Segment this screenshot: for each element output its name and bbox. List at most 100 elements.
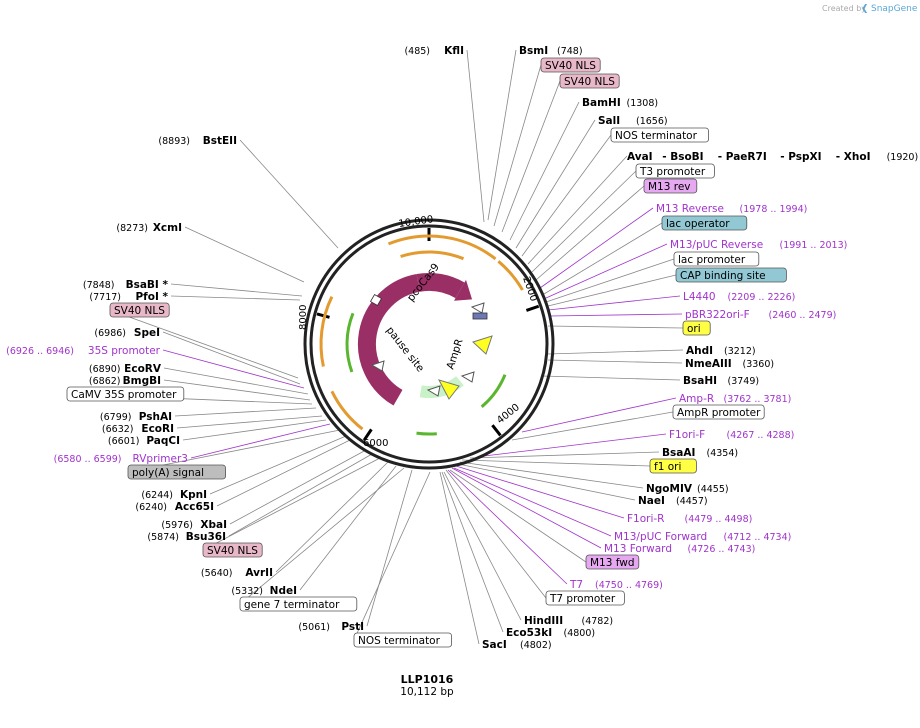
label-ampr-promoter[interactable]: AmpR promoter [672,404,765,420]
enzyme-name: XcmI [153,222,182,234]
enzyme-position: (8273) [116,223,148,234]
enzyme-position: (6632) [102,424,134,435]
orange-arc-bottom [330,390,364,431]
pcoCas9-arc-cont [416,272,465,299]
label-acc65i[interactable]: Acc65I(6240) [135,501,214,513]
label-f1-ori[interactable]: f1 ori [649,458,697,474]
enzyme-position: (5976) [161,520,193,531]
label-ecorv[interactable]: EcoRV(6890) [89,363,162,375]
label-bsmi[interactable]: BsmI(748) [519,45,583,57]
label-bmgbi[interactable]: BmgBI(6862) [89,375,161,387]
feature-name: T7 promoter [549,593,616,605]
label-m13-puc-forward[interactable]: M13/pUC Forward(4712 .. 4734) [614,531,791,543]
label-nos-terminator[interactable]: NOS terminator [353,632,452,648]
label-rvprimer3[interactable]: RVprimer3(6580 .. 6599) [54,453,188,465]
enzyme-position: (6240) [135,502,167,513]
pcoCas9-arc [357,274,421,406]
label-bsahi[interactable]: BsaHI(3749) [683,375,759,387]
label-bsu36i[interactable]: Bsu36I(5874) [147,531,226,543]
label-kpni[interactable]: KpnI(6244) [141,489,207,501]
label-bamhi[interactable]: BamHI(1308) [582,97,658,109]
label-bsaai[interactable]: BsaAI(4354) [662,447,738,459]
feature-name: poly(A) signal [132,467,204,479]
label-ori[interactable]: ori [682,320,711,336]
feature-name: f1 ori [654,461,681,473]
label-paqci[interactable]: PaqCI(6601) [108,435,180,447]
label-f1ori-r[interactable]: F1ori-R(4479 .. 4498) [627,513,752,525]
enzyme-position: (6890) [89,364,121,375]
label-sv40-nls[interactable]: SV40 NLS [109,302,170,318]
enzyme-name: NmeAIII [685,358,732,370]
feature-name: lac promoter [678,254,746,266]
backbone-outer-ring [303,218,555,470]
label-amp-r[interactable]: Amp-R(3762 .. 3781) [679,393,791,405]
label-gene-7-terminator[interactable]: gene 7 terminator [239,596,358,612]
label-avai[interactable]: AvaI- BsoBI- PaeR7I- PspXI- XhoI(1920) [627,151,918,163]
label-t7[interactable]: T7(4750 .. 4769) [569,579,663,591]
label-eco53ki[interactable]: Eco53kI(4800) [506,627,595,639]
label-m13-forward[interactable]: M13 Forward(4726 .. 4743) [604,543,755,555]
label-l4440[interactable]: L4440(2209 .. 2226) [683,291,795,303]
plasmid-length: 10,112 bp [400,686,454,698]
feature-arcs [319,234,524,436]
label-bsabi[interactable]: BsaBI *(7848) [83,279,169,291]
label-pshai[interactable]: PshAI(6799) [100,411,172,423]
label-xcmi[interactable]: XcmI (8273) [116,222,182,234]
enzyme-position: (485) [404,46,430,57]
label-ecori[interactable]: EcoRI (6632) [102,423,174,435]
enzyme-name: BstEII [203,135,237,147]
promoter-arrow-top [470,302,485,314]
enzyme-position: (3212) [724,346,756,357]
label-ndei[interactable]: NdeI(5332) [231,585,297,597]
label-35s-promoter[interactable]: 35S promoter(6926 .. 6946) [6,345,161,357]
label-m13-rev[interactable]: M13 rev [643,178,698,194]
primer-name: M13 Reverse [656,203,724,215]
feature-name: ori [687,323,701,335]
label-m13-reverse[interactable]: M13 Reverse (1978 .. 1994) [656,203,807,215]
enzyme-name: EcoRI [141,423,174,435]
enzyme-position: (748) [557,46,583,57]
primer-position: (1978 .. 1994) [740,204,808,215]
enzyme-position: (1308) [627,98,659,109]
label-spei[interactable]: SpeI(6986) [94,327,160,339]
label-camv-35s-promoter[interactable]: CaMV 35S promoter [66,386,185,402]
primer-name: F1ori-R [627,513,664,525]
label-bsteii[interactable]: BstEII(8893) [158,135,237,147]
label-pbr322ori-f[interactable]: pBR322ori-F(2460 .. 2479) [685,309,836,321]
label-poly-a-signal[interactable]: poly(A) signal [127,464,226,480]
label-kfli[interactable]: KflI(485) [404,45,464,57]
label-saci[interactable]: SacI(4802) [482,639,552,651]
enzyme-position: (4457) [676,496,708,507]
label-t7-promoter[interactable]: T7 promoter [545,590,625,606]
primer-name: T7 [569,579,583,591]
label-ahdi[interactable]: AhdI(3212) [686,345,756,357]
enzyme-name: - PspXI [780,151,821,163]
label-pfoi[interactable]: PfoI *(7717) [89,291,168,303]
label-sv40-nls[interactable]: SV40 NLS [202,542,263,558]
label-hindiii[interactable]: HindIII(4782) [524,615,613,627]
label-f1ori-f[interactable]: F1ori-F(4267 .. 4288) [669,429,794,441]
label-avrii[interactable]: AvrII(5640) [201,567,273,579]
label-ngomiv[interactable]: NgoMIV(4455) [646,483,729,495]
label-naei[interactable]: NaeI(4457) [638,495,708,507]
tick-label: 8000 [298,305,309,330]
label-nmeaiii[interactable]: NmeAIII(3360) [685,358,774,370]
label-sv40-nls[interactable]: SV40 NLS [559,73,620,89]
label-lac-operator[interactable]: lac operator [661,215,748,231]
label-lac-promoter[interactable]: lac promoter [673,251,760,267]
ori-arrow [472,335,493,355]
enzyme-position: (1656) [636,116,668,127]
label-sali[interactable]: SalI(1656) [598,115,668,127]
label-m13-puc-reverse[interactable]: M13/pUC Reverse(1991 .. 2013) [670,239,847,251]
f1-ori-arrow [438,379,460,400]
label-sv40-nls[interactable]: SV40 NLS [540,57,601,73]
enzyme-name: PshAI [139,411,172,423]
label-nos-terminator[interactable]: NOS terminator [610,127,709,143]
label-xbai[interactable]: XbaI(5976) [161,519,227,531]
label-m13-fwd[interactable]: M13 fwd [585,554,640,570]
label-t3-promoter[interactable]: T3 promoter [635,163,715,179]
label-cap-binding-site[interactable]: CAP binding site [675,267,787,283]
label-psti[interactable]: PstI(5061) [298,621,364,633]
enzyme-position: (5874) [147,532,179,543]
enzyme-name: HindIII [524,615,563,627]
